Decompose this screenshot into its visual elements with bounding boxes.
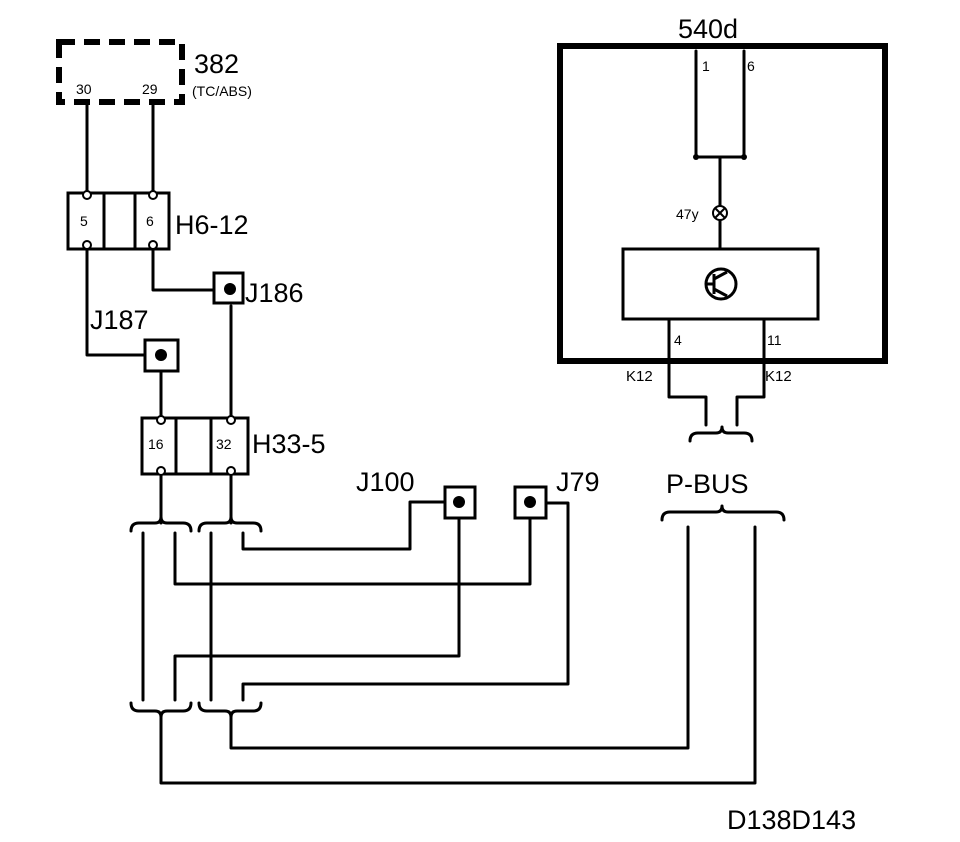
diagram-id: D138D143: [727, 805, 856, 835]
pin-label-382-29: 29: [142, 81, 158, 97]
pin-h33-5-16-top: [156, 415, 166, 425]
pin-label-382-30: 30: [76, 81, 92, 97]
splice-j100: J100: [356, 467, 477, 520]
pin-h33-5-16-bottom: [156, 466, 166, 476]
connector-h33-5-label: H33-5: [252, 429, 326, 459]
wire-h6-pin5-to-j187: [85, 244, 160, 357]
module-382: 30 29 382 (TC/ABS): [56, 39, 252, 105]
bracket-pbus-bottom: [660, 504, 786, 522]
lamp-47y-label: 47y: [676, 206, 699, 222]
wire-bottom-to-pbus-right: [159, 525, 757, 785]
bracket-bottom-right: [197, 701, 263, 719]
module-540d-driver-box: [621, 247, 820, 321]
connector-h33-5-body: [140, 416, 250, 476]
wire-label-k12-right: K12: [765, 368, 792, 385]
pin-label-540d-6: 6: [747, 58, 755, 74]
connector-h6-12-body: [66, 191, 171, 251]
module-540d-label: 540d: [678, 14, 738, 44]
splice-j186: J186: [212, 271, 304, 308]
wire-j79-drop: [241, 501, 570, 702]
module-382-name: (TC/ABS): [192, 83, 252, 99]
wire-bottom-to-pbus-left: [229, 525, 690, 750]
pin-label-540d-11: 11: [767, 332, 782, 348]
splice-j186-dot: [224, 283, 236, 295]
pin-label-h33-5-32: 32: [216, 436, 232, 452]
pin-h33-5-32-bottom: [226, 466, 236, 476]
pin-label-540d-1: 1: [702, 58, 710, 74]
module-540d-input-dot-right: [741, 154, 747, 160]
pin-h6-12-5-top: [82, 190, 92, 200]
bus-label: P-BUS: [666, 469, 749, 499]
module-540d: 540d 1 6 47y 4 11: [557, 14, 888, 364]
bracket-bottom-left: [129, 701, 193, 719]
splice-j79-dot: [524, 496, 536, 508]
splice-j186-label: J186: [245, 278, 304, 308]
splice-j79: J79: [513, 467, 600, 520]
connector-h6-12: 5 6 H6-12: [66, 190, 249, 251]
wire-j100-drop: [173, 510, 461, 702]
wire-h6-pin6-to-j186: [151, 244, 222, 292]
pin-h6-12-6-top: [148, 190, 158, 200]
pin-h33-5-32-top: [226, 415, 236, 425]
splice-j100-dot: [453, 496, 465, 508]
wire-540d-pin11: [735, 318, 766, 427]
wire-branch-l4: [241, 500, 450, 551]
pin-label-540d-4: 4: [674, 332, 682, 348]
lamp-icon: [712, 205, 728, 221]
transistor-icon: [704, 267, 738, 301]
module-382-outline: [56, 39, 185, 105]
splice-j187-label: J187: [90, 305, 149, 335]
wires: [85, 99, 766, 785]
splice-j100-label: J100: [356, 467, 415, 497]
module-540d-outline: [557, 43, 888, 364]
connector-h33-5: 16 32 H33-5: [140, 415, 326, 476]
bracket-pbus-top: [688, 425, 754, 443]
pin-label-h6-12-6: 6: [146, 213, 154, 229]
splice-j79-label: J79: [556, 467, 600, 497]
splice-j187: J187: [90, 305, 180, 373]
pin-label-h6-12-5: 5: [80, 213, 88, 229]
splice-j187-dot: [155, 349, 167, 361]
bracket-top-right: [197, 515, 263, 533]
module-382-id: 382: [194, 49, 239, 79]
brackets: [129, 425, 786, 719]
pin-label-h33-5-16: 16: [148, 436, 164, 452]
bracket-top-left: [129, 515, 193, 533]
wire-branch-l2: [173, 510, 532, 586]
pin-h6-12-6-bottom: [148, 240, 158, 250]
module-540d-input-dot-left: [693, 154, 699, 160]
pin-h6-12-5-bottom: [82, 240, 92, 250]
wire-label-k12-left: K12: [626, 368, 653, 385]
connector-h6-12-label: H6-12: [175, 210, 249, 240]
